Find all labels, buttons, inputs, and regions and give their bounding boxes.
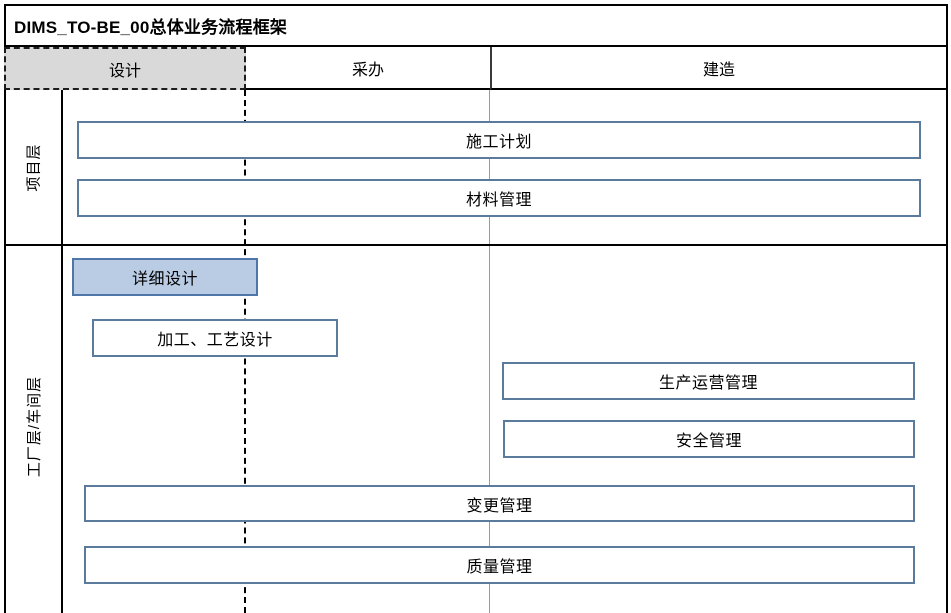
process-box-detailed-design[interactable]: 详细设计 bbox=[72, 258, 258, 296]
column-header-design-label: 设计 bbox=[108, 62, 141, 80]
column-header-construction-label: 建造 bbox=[702, 61, 735, 79]
diagram-title: DIMS_TO-BE_00总体业务流程框架 bbox=[4, 4, 948, 47]
process-box-production-operation[interactable]: 生产运营管理 bbox=[502, 362, 915, 400]
outer-right-border bbox=[946, 90, 948, 613]
lane-row-divider bbox=[4, 244, 948, 246]
process-box-safety-management[interactable]: 安全管理 bbox=[503, 420, 915, 458]
process-box-processing-design[interactable]: 加工、工艺设计 bbox=[92, 319, 338, 357]
column-header-design[interactable]: 设计 bbox=[4, 47, 246, 90]
lane-label-project-level: 项目层 bbox=[25, 142, 43, 192]
process-box-construction-plan[interactable]: 施工计划 bbox=[77, 121, 921, 159]
lane-label-factory-workshop-level: 工厂层/车间层 bbox=[26, 375, 44, 477]
column-header-procurement[interactable]: 采办 bbox=[246, 47, 490, 90]
column-header-construction[interactable]: 建造 bbox=[490, 47, 948, 90]
process-box-change-management[interactable]: 变更管理 bbox=[84, 485, 915, 522]
procurement-construction-divider bbox=[489, 90, 490, 613]
column-header-procurement-label: 采办 bbox=[351, 61, 384, 79]
lane-label-divider bbox=[61, 90, 63, 613]
process-box-material-management[interactable]: 材料管理 bbox=[77, 179, 921, 217]
outer-left-border bbox=[4, 90, 6, 613]
process-box-quality-management[interactable]: 质量管理 bbox=[84, 546, 915, 584]
